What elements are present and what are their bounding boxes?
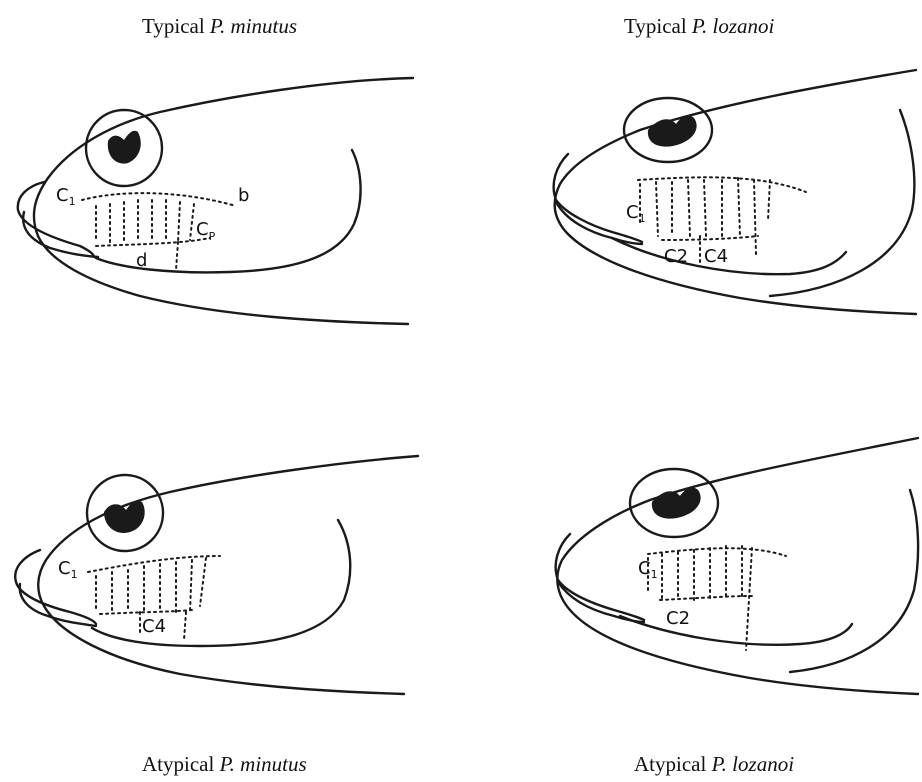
label-d: d	[136, 250, 147, 271]
label-cp: CP	[196, 219, 216, 243]
sensory-canals	[648, 546, 786, 650]
label-c2: C2	[666, 608, 690, 629]
fish-head-typical-lozanoi: C1 C2 C4	[554, 70, 916, 314]
fish-head-atypical-lozanoi: C1 C2	[556, 438, 918, 694]
gill-cover	[92, 520, 350, 646]
upper-jaw	[15, 550, 96, 624]
label-c4: C4	[704, 246, 728, 267]
gill-cover	[770, 110, 914, 296]
preopercle	[620, 616, 852, 645]
label-c1: C1	[638, 558, 658, 581]
gill-cover	[790, 490, 918, 672]
lower-jaw	[20, 584, 96, 626]
fish-head-atypical-minutus: C1 C4	[15, 456, 418, 694]
pupil	[108, 131, 141, 164]
fish-outline	[555, 70, 916, 314]
fish-head-typical-minutus: C1 b CP d	[18, 78, 413, 324]
label-c1: C1	[58, 558, 78, 581]
label-b: b	[238, 185, 249, 206]
label-c4: C4	[142, 616, 166, 637]
label-c1: C1	[56, 185, 76, 208]
fish-outline	[34, 78, 413, 324]
fish-outline	[557, 438, 918, 694]
label-c1: C1	[626, 202, 646, 225]
label-c2: C2	[664, 246, 688, 267]
preopercle	[612, 238, 846, 274]
upper-jaw	[554, 154, 642, 242]
fish-outline	[38, 456, 418, 694]
